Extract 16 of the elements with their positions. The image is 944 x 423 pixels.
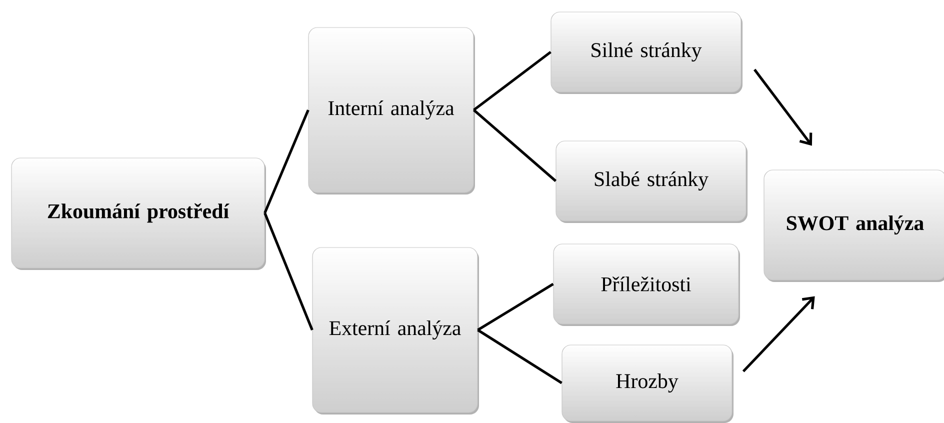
arrow [742,296,815,372]
process-box: Slabé stránky [556,140,748,223]
connector-line [473,50,552,112]
connector-line [477,282,554,332]
process-box: Příležitosti [553,244,740,326]
process-box: Interní analýza [308,27,475,194]
arrow [754,68,812,146]
connector-line [477,328,562,384]
process-box: Silné stránky [550,12,742,94]
process-box: Zkoumání prostředí [11,158,266,270]
process-box: SWOT analýza [764,170,944,282]
process-box: Externí analýza [312,247,479,414]
process-box: Hrozby [562,344,734,423]
connector-line [264,212,314,330]
connector-line [472,109,557,182]
connector-line [264,110,310,214]
